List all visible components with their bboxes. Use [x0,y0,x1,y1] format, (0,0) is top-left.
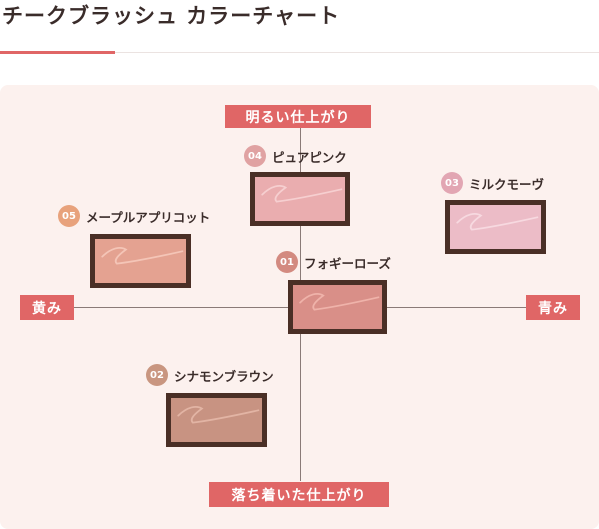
swirl-mark [101,247,184,265]
axis-label-calm: 落ち着いた仕上がり [209,482,389,507]
shade-number-badge: 03 [441,172,463,194]
swirl-mark [299,293,380,311]
shade-number-badge: 02 [146,364,168,386]
axis-label-blue: 青み [526,295,580,320]
axis-label-yellow: 黄み [20,295,74,320]
shade-label-04: 04 ピュアピンク [244,145,347,167]
compact-05[interactable] [90,234,191,288]
axis-label-bright: 明るい仕上がり [225,105,371,128]
powder-pan [171,398,262,442]
title-divider [0,52,599,53]
swirl-mark [177,406,260,424]
powder-pan [255,177,345,221]
shade-number-badge: 01 [276,251,298,273]
shade-number-badge: 05 [58,205,80,227]
shade-number-badge: 04 [244,145,266,167]
page-title: チークブラッシュ カラーチャート [2,4,341,28]
shade-label-01: 01 フォギーローズ [276,251,391,273]
powder-pan [450,205,541,249]
compact-03[interactable] [445,200,546,254]
shade-name: フォギーローズ [304,255,391,271]
powder-pan [95,239,186,283]
compact-02[interactable] [166,393,267,447]
shade-name: メープルアプリコット [86,209,211,225]
shade-label-05: 05 メープルアプリコット [58,205,210,227]
swirl-mark [456,213,539,231]
title-accent-bar [0,51,115,54]
shade-label-03: 03 ミルクモーヴ [441,172,544,194]
compact-04[interactable] [250,172,350,226]
shade-name: シナモンブラウン [174,368,274,384]
powder-pan [293,285,382,329]
swirl-mark [261,185,343,203]
shade-label-02: 02 シナモンブラウン [146,364,274,386]
shade-name: ピュアピンク [272,149,347,165]
compact-01[interactable] [288,280,387,334]
shade-name: ミルクモーヴ [469,176,545,192]
